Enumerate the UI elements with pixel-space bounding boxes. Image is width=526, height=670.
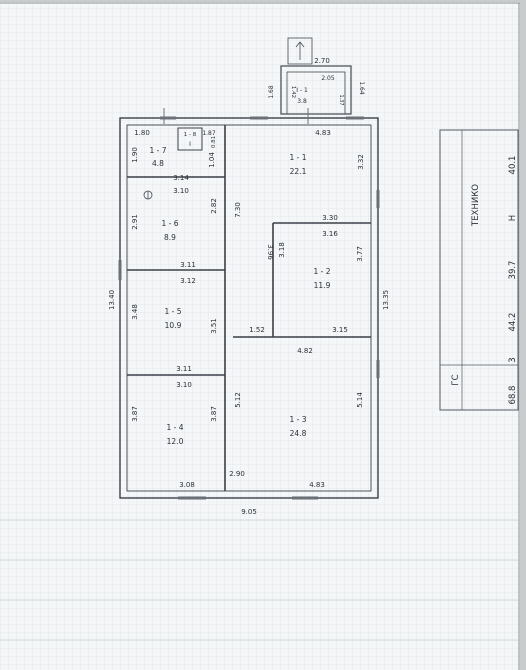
outer-walls bbox=[119, 117, 379, 499]
room-area-1-4: 12.0 bbox=[167, 437, 184, 446]
room-label-1-5: 1 - 5 bbox=[164, 307, 181, 316]
dim-overall-bottom: 9.05 bbox=[241, 508, 257, 516]
interior-walls bbox=[127, 125, 371, 491]
room-label-1-2: 1 - 2 bbox=[313, 267, 330, 276]
dim-porch-left: 1.68 bbox=[268, 85, 275, 99]
dim-top-left: 1.80 bbox=[134, 129, 150, 137]
dim-room2-left-inner: 3.18 bbox=[278, 242, 286, 258]
dim-room2-bottom: 3.15 bbox=[332, 326, 348, 334]
dim-room3-right: 5.14 bbox=[356, 392, 364, 408]
dim-top-right: 4.83 bbox=[315, 129, 331, 137]
stamp-value-1: 40.1 bbox=[508, 156, 518, 175]
room-label-1-7: 1 - 7 bbox=[149, 146, 166, 155]
dim-room4-top: 3.10 bbox=[176, 381, 192, 389]
dim-room5-bottom: 3.11 bbox=[176, 365, 192, 373]
dim-porch-right: 1.64 bbox=[358, 81, 365, 95]
dim-stair-side: 0.81 bbox=[211, 136, 217, 148]
dim-room5-right: 3.51 bbox=[210, 318, 218, 334]
stamp-value-3: 39.7 bbox=[508, 261, 518, 280]
dim-bottom-right: 4.83 bbox=[309, 481, 325, 489]
dim-room5-left: 3.48 bbox=[131, 304, 139, 320]
dimension-labels: 2.70 2.05 1.68 1.42 1.64 1.37 1.80 1.87 … bbox=[108, 57, 390, 516]
dim-room6-bottom: 3.11 bbox=[180, 261, 196, 269]
porch bbox=[280, 37, 352, 115]
dim-room4-left: 3.87 bbox=[131, 406, 139, 422]
dim-room2-inner-top: 3.16 bbox=[322, 230, 338, 238]
dim-room6-top: 3.10 bbox=[173, 187, 189, 195]
room-label-porch: I - 1 bbox=[296, 87, 308, 94]
dim-top-stair: 1.87 bbox=[202, 130, 216, 137]
stamp-org: ТЕХНИКО bbox=[471, 184, 481, 227]
dim-left-top: 1.90 bbox=[131, 147, 139, 163]
dim-room3-top: 4.82 bbox=[297, 347, 313, 355]
room-labels: 1 - 7 4.8 1 - 8 I 1 - 1 22.1 1 - 6 8.9 1… bbox=[149, 87, 330, 446]
room-area-porch: 3.8 bbox=[297, 98, 307, 105]
dim-room2-right: 3.77 bbox=[356, 246, 364, 262]
dim-overall-right: 13.35 bbox=[382, 290, 390, 310]
dim-porch-inner-right: 1.37 bbox=[338, 94, 344, 105]
room-area-1-6: 8.9 bbox=[164, 233, 176, 242]
dim-porch-inner-left: 1.42 bbox=[290, 86, 296, 98]
dim-mid-corridor: 7.30 bbox=[234, 202, 242, 218]
room-area-1-3: 24.8 bbox=[290, 429, 307, 438]
room-area-1-1: 22.1 bbox=[290, 167, 307, 176]
stamp-value-4: 44.2 bbox=[508, 313, 518, 332]
stamp-value-5: 3 bbox=[508, 357, 518, 362]
room-area-1-2: 11.9 bbox=[314, 281, 331, 290]
dim-bottom-left: 3.08 bbox=[179, 481, 195, 489]
room-label-1-1: 1 - 1 bbox=[289, 153, 306, 162]
stair-mark: I bbox=[189, 141, 191, 148]
room-area-1-7: 4.8 bbox=[152, 159, 164, 168]
windows-doors bbox=[118, 108, 380, 500]
dim-room4-right: 3.87 bbox=[210, 406, 218, 422]
dim-room3-left: 5.12 bbox=[234, 392, 242, 408]
dim-room7-side: 1.04 bbox=[208, 152, 216, 168]
stamp-value-2: Н bbox=[508, 215, 518, 221]
dim-corridor-step: 1.52 bbox=[249, 326, 265, 334]
dim-room6-right: 2.82 bbox=[210, 198, 218, 214]
room-label-1-6: 1 - 6 bbox=[161, 219, 178, 228]
dim-porch-top: 2.70 bbox=[314, 57, 330, 65]
stair-label: 1 - 8 bbox=[184, 132, 197, 138]
room-label-1-3: 1 - 3 bbox=[289, 415, 306, 424]
dim-room1-right: 3.32 bbox=[357, 154, 365, 170]
dim-room5-top: 3.12 bbox=[180, 277, 196, 285]
dim-room2-top: 3.30 bbox=[322, 214, 338, 222]
ruled-lines bbox=[0, 519, 519, 641]
dim-porch-inner: 2.05 bbox=[321, 75, 335, 82]
stamp-value-6: 68.8 bbox=[508, 386, 518, 405]
stamp-table: ТЕХНИКО ГС 40.1 Н 39.7 44.2 3 68.8 bbox=[439, 129, 519, 411]
stamp-org-small: ГС bbox=[451, 374, 461, 385]
dim-room6-left: 2.91 bbox=[131, 214, 139, 230]
room-area-1-5: 10.9 bbox=[165, 321, 182, 330]
stamp-frame bbox=[439, 129, 519, 411]
room-label-1-4: 1 - 4 bbox=[166, 423, 183, 432]
dim-room7-bottom: 3.14 bbox=[173, 174, 189, 182]
dim-corridor-bottom: 2.90 bbox=[229, 470, 245, 478]
dim-overall-left: 13.40 bbox=[108, 290, 116, 310]
dim-room2-left: 3.96 bbox=[266, 244, 274, 260]
